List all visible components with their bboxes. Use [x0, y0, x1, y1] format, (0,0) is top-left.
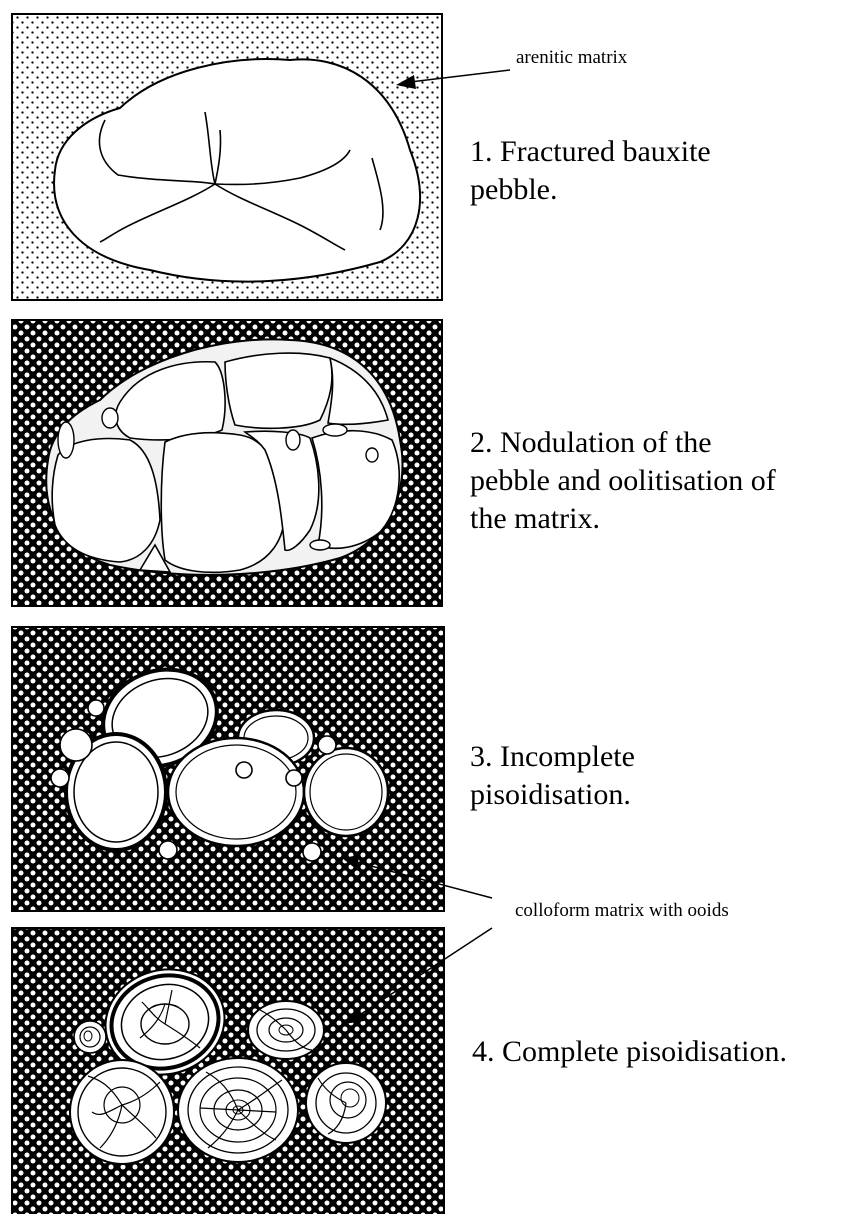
- caption-panel-1: 1. Fractured bauxite pebble.: [470, 133, 711, 209]
- caption-line: pebble.: [470, 171, 711, 209]
- panel-1: [12, 14, 510, 300]
- caption-line: 2. Nodulation of the: [470, 424, 776, 462]
- caption-line: the matrix.: [470, 500, 776, 538]
- caption-line: 3. Incomplete: [470, 738, 635, 776]
- panel-2: [12, 320, 442, 606]
- caption-panel-3: 3. Incomplete pisoidisation.: [470, 738, 635, 814]
- caption-panel-2: 2. Nodulation of the pebble and oolitisa…: [470, 424, 776, 538]
- caption-line: pisoidisation.: [470, 776, 635, 814]
- caption-panel-4: 4. Complete pisoidisation.: [472, 1033, 787, 1071]
- annotation-arenitic-matrix: arenitic matrix: [516, 47, 627, 69]
- caption-line: 4. Complete pisoidisation.: [472, 1033, 787, 1071]
- annotation-colloform-matrix: colloform matrix with ooids: [515, 900, 729, 922]
- caption-line: 1. Fractured bauxite: [470, 133, 711, 171]
- caption-line: pebble and oolitisation of: [470, 462, 776, 500]
- panel-3: [12, 627, 492, 911]
- panel-4: [12, 928, 492, 1214]
